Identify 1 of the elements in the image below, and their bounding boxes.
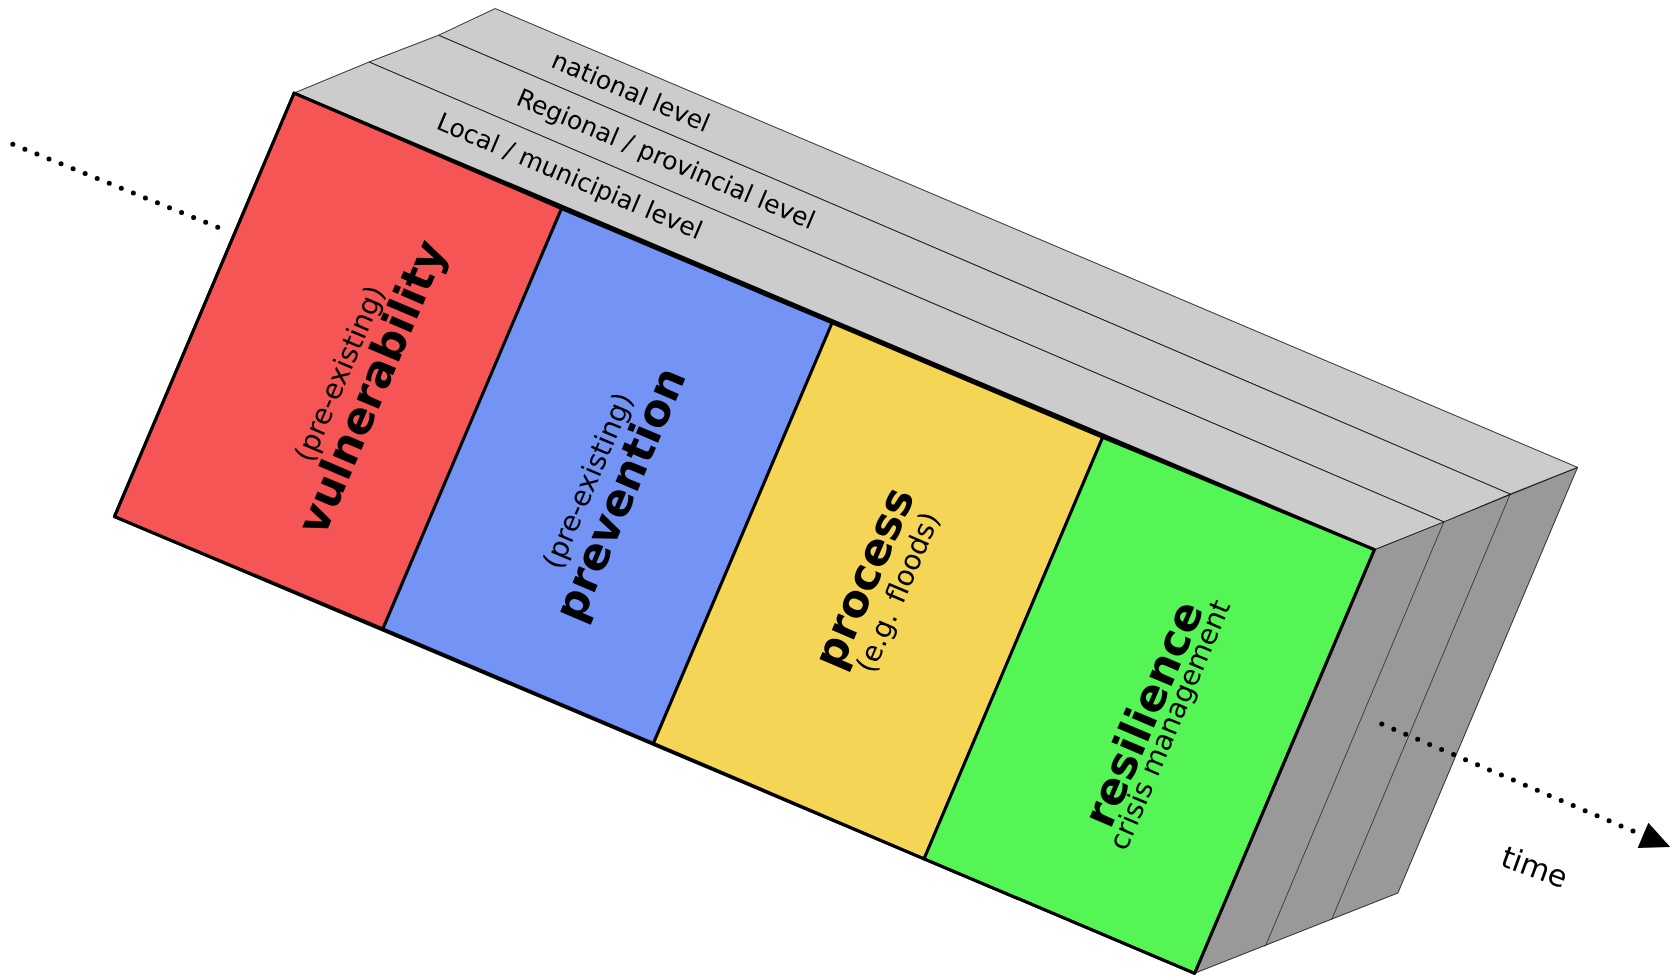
axis-label: time <box>1502 846 1565 887</box>
